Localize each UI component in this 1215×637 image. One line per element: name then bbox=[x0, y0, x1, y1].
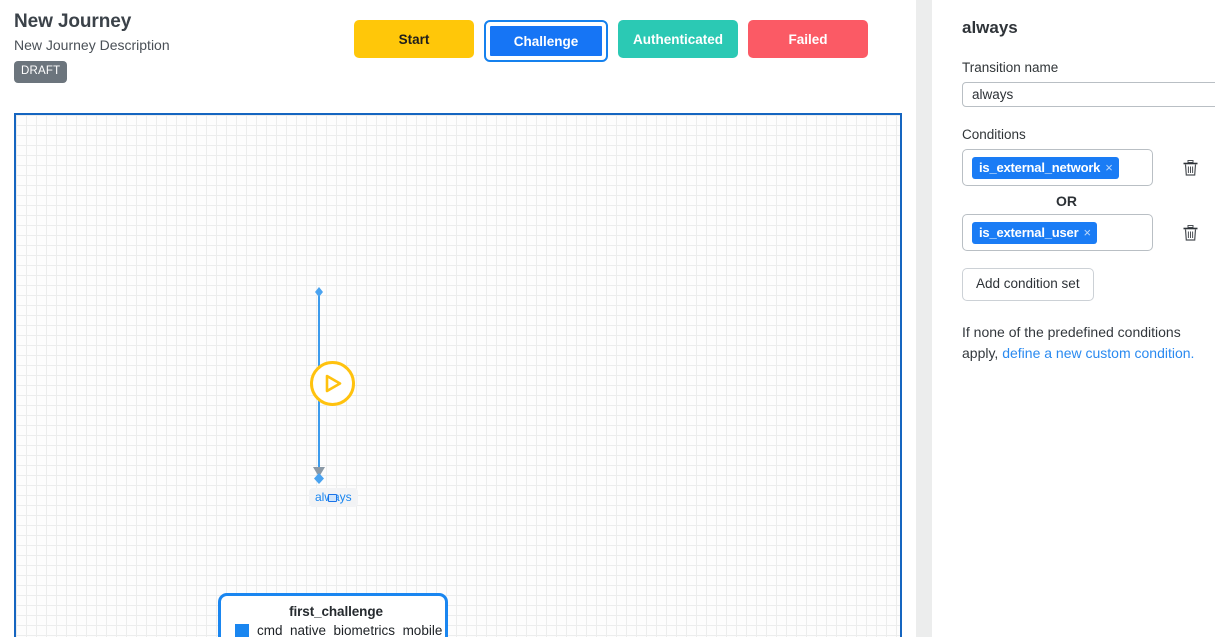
delete-condition-set-button-1[interactable] bbox=[1183, 158, 1199, 177]
page-title: New Journey bbox=[14, 11, 132, 32]
edge-arrowhead bbox=[313, 467, 325, 477]
or-separator: OR bbox=[1056, 193, 1077, 209]
canvas-node-start[interactable] bbox=[310, 361, 355, 406]
state-button-authenticated-wrap: Authenticated bbox=[618, 20, 738, 58]
edge-source-handle[interactable] bbox=[315, 287, 323, 297]
custom-condition-note: If none of the predefined conditions app… bbox=[962, 322, 1207, 364]
status-badge: DRAFT bbox=[14, 61, 68, 83]
node-title: first_challenge bbox=[289, 604, 383, 619]
condition-chip-label: is_external_user bbox=[979, 224, 1079, 240]
transition-name-label: Transition name bbox=[962, 60, 1059, 75]
edge-target-handle[interactable] bbox=[314, 473, 324, 484]
condition-set-input-2[interactable]: is_external_user × bbox=[962, 214, 1153, 251]
custom-condition-note-text: If none of the predefined conditions app… bbox=[962, 324, 1181, 361]
conditions-label: Conditions bbox=[962, 127, 1026, 142]
node-list-item[interactable]: cmd_native_biometrics_mobile bbox=[235, 622, 442, 637]
page-description: New Journey Description bbox=[14, 37, 170, 53]
condition-chip-1[interactable]: is_external_network × bbox=[972, 156, 1119, 179]
state-button-group: Start Challenge Authenticated Failed bbox=[354, 20, 868, 62]
panel-divider bbox=[916, 0, 932, 637]
chip-remove-icon[interactable]: × bbox=[1105, 159, 1113, 175]
state-button-challenge-wrap[interactable]: Challenge bbox=[484, 20, 608, 62]
flow-edges-layer bbox=[313, 287, 325, 484]
edge-label-cursor-marker bbox=[328, 494, 337, 502]
condition-chip-label: is_external_network bbox=[979, 159, 1101, 175]
flow-canvas[interactable]: always first_challenge cmd_native_biomet… bbox=[14, 113, 902, 637]
custom-condition-link[interactable]: define a new custom condition. bbox=[1002, 345, 1195, 361]
condition-set-row: is_external_network × bbox=[962, 149, 1199, 186]
transition-name-input[interactable] bbox=[962, 82, 1215, 107]
node-item-label: cmd_native_biometrics_mobile bbox=[257, 623, 443, 637]
transition-details-panel: always Transition name Conditions is_ext… bbox=[932, 0, 1215, 637]
canvas-node-first-challenge[interactable]: first_challenge cmd_native_biometrics_mo… bbox=[218, 593, 448, 637]
trash-icon bbox=[1183, 224, 1198, 241]
condition-chip-2[interactable]: is_external_user × bbox=[972, 221, 1097, 244]
delete-condition-set-button-2[interactable] bbox=[1183, 223, 1199, 242]
state-button-failed-wrap: Failed bbox=[748, 20, 868, 58]
state-button-challenge[interactable]: Challenge bbox=[488, 24, 604, 58]
color-swatch-icon bbox=[235, 623, 249, 637]
add-condition-set-button[interactable]: Add condition set bbox=[962, 268, 1094, 301]
state-button-start-wrap: Start bbox=[354, 20, 474, 58]
trash-icon bbox=[1183, 159, 1198, 176]
condition-set-input-1[interactable]: is_external_network × bbox=[962, 149, 1153, 186]
condition-set-row: is_external_user × bbox=[962, 214, 1199, 251]
state-button-authenticated[interactable]: Authenticated bbox=[618, 20, 738, 58]
chip-remove-icon[interactable]: × bbox=[1083, 224, 1091, 240]
state-button-start[interactable]: Start bbox=[354, 20, 474, 58]
main-area: New Journey New Journey Description DRAF… bbox=[14, 10, 902, 637]
play-icon bbox=[325, 374, 342, 393]
journey-header: New Journey New Journey Description DRAF… bbox=[14, 10, 354, 83]
state-button-failed[interactable]: Failed bbox=[748, 20, 868, 58]
panel-title: always bbox=[962, 18, 1018, 37]
